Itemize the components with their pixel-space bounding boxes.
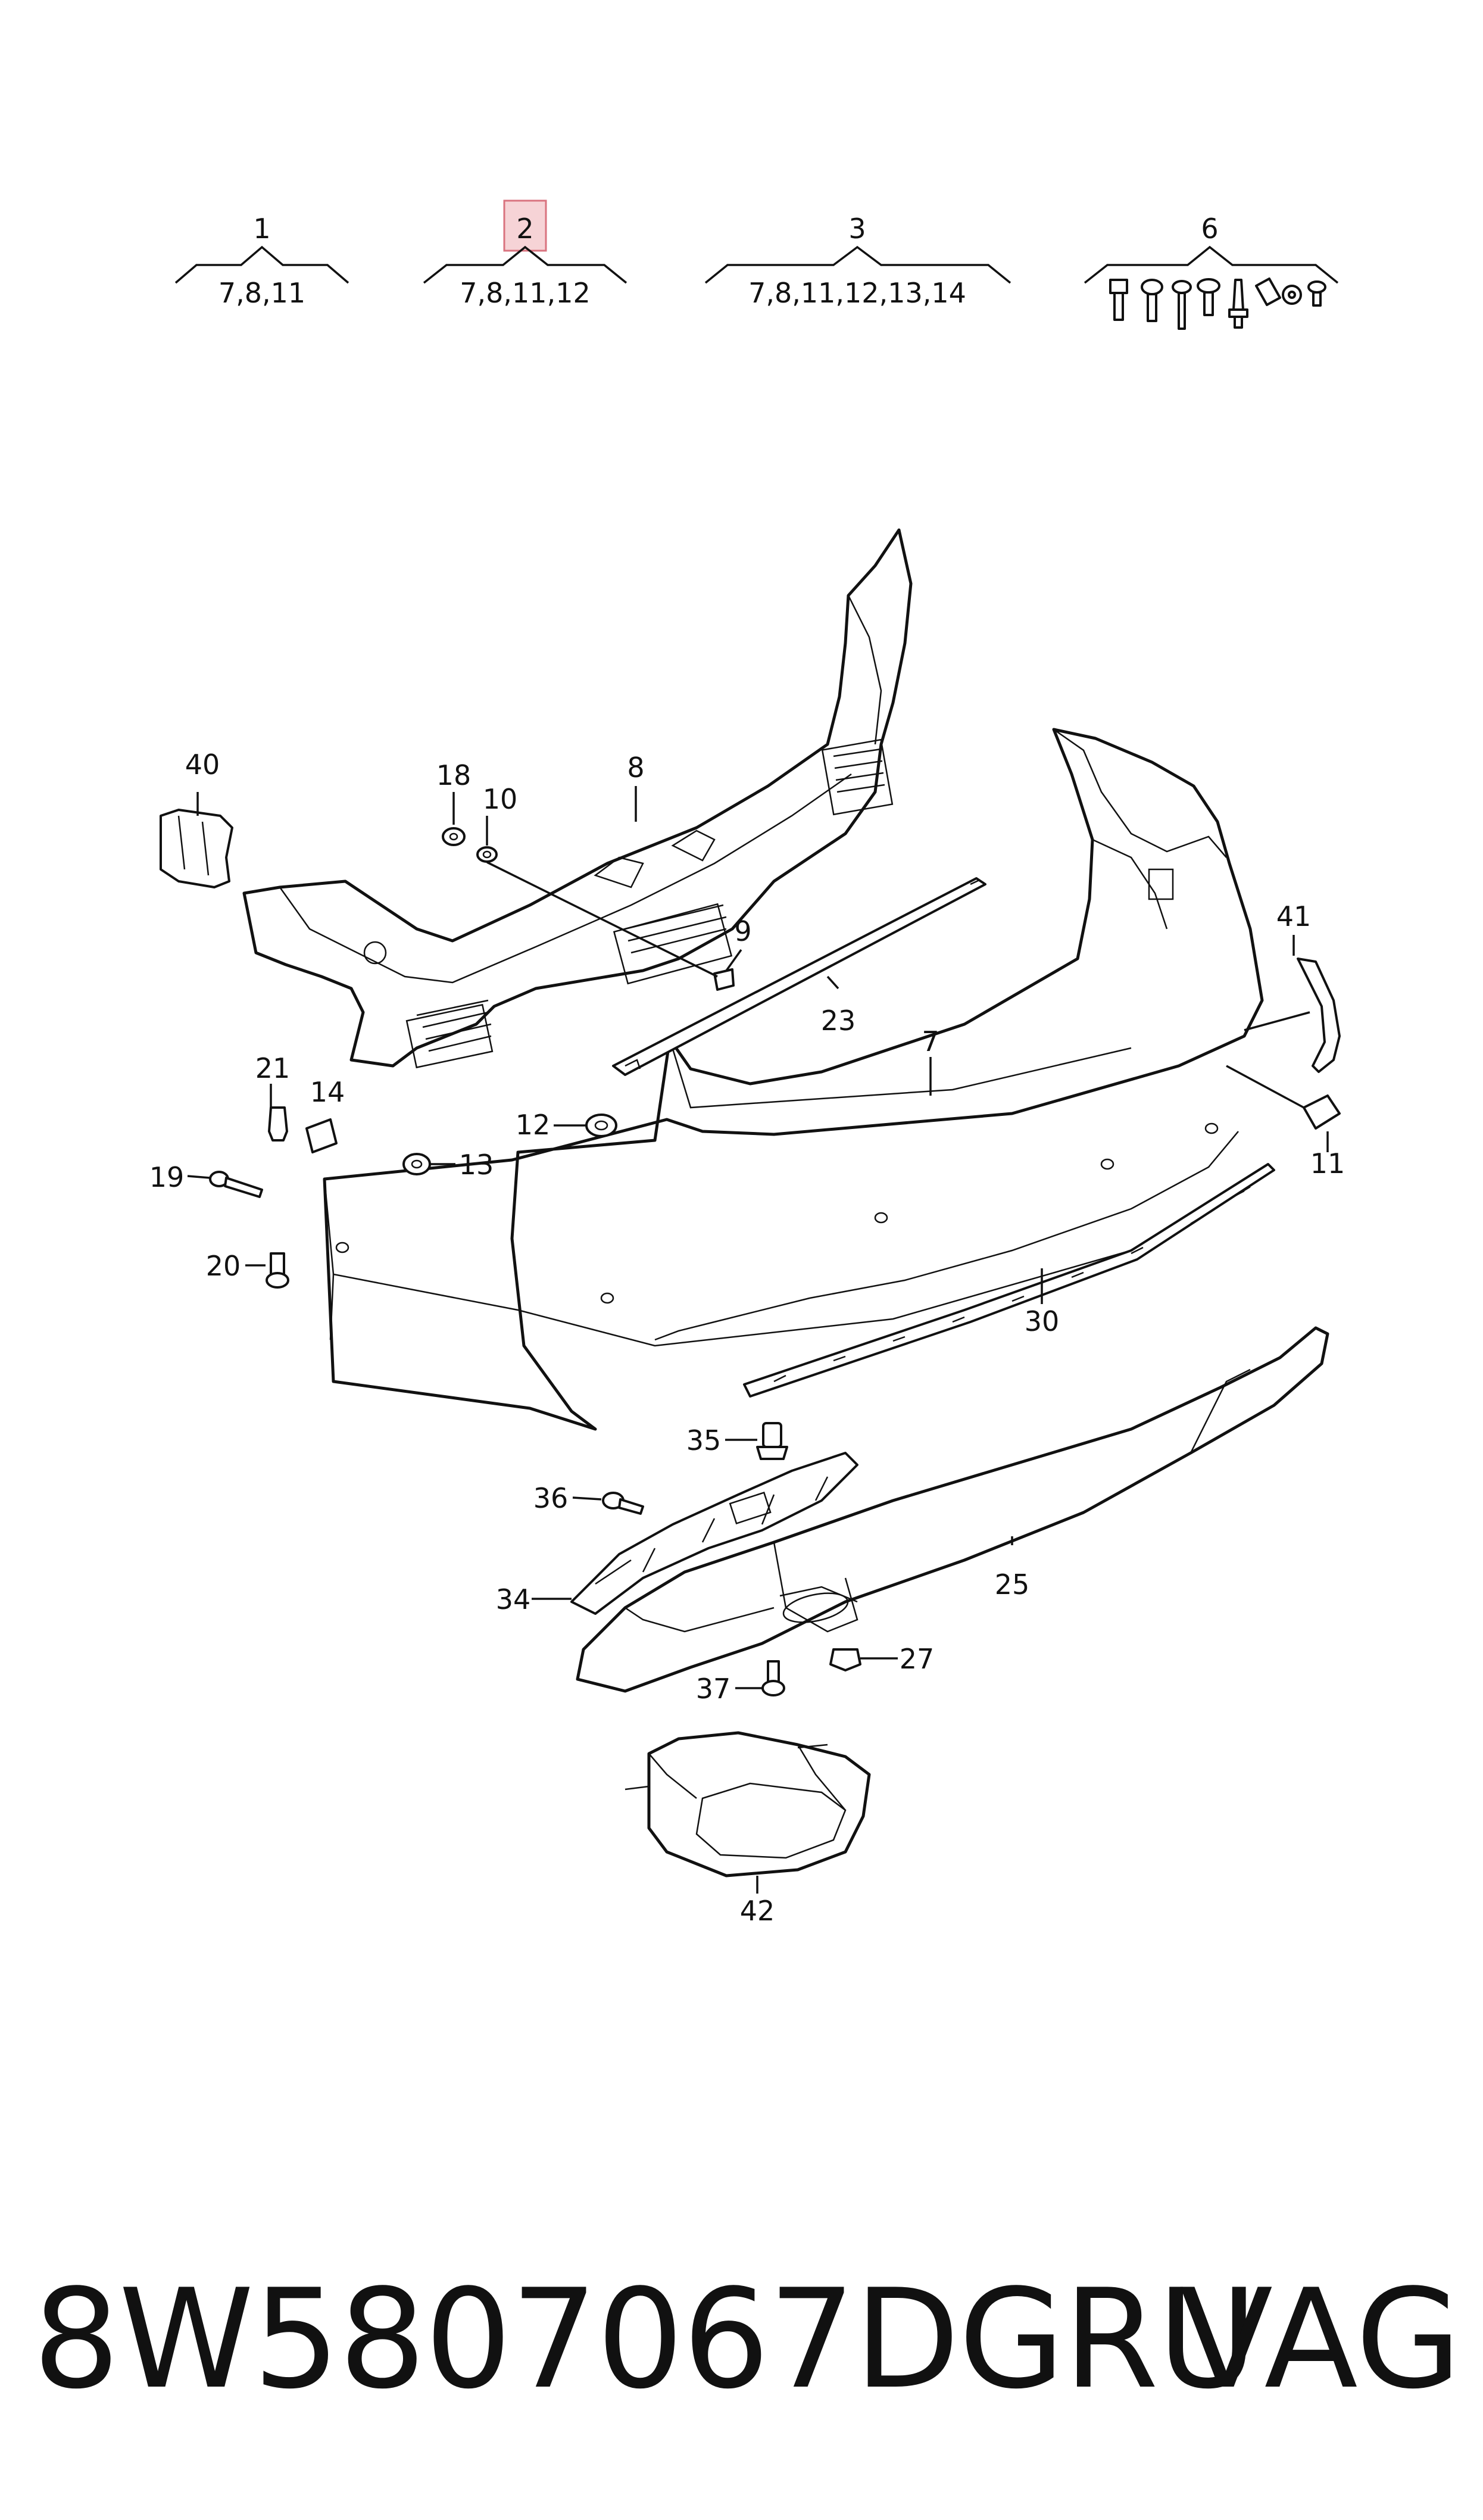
group-members-1: 7,8,11 [218, 277, 305, 309]
label-14: 14 [310, 1076, 345, 1108]
bolt-icon [1197, 278, 1220, 316]
fastener-18[interactable] [442, 827, 466, 846]
label-21: 21 [255, 1052, 291, 1084]
spring-nut-icon [1255, 277, 1281, 306]
tow-hook-cap[interactable] [1303, 1094, 1341, 1130]
group-highlight-2 [503, 199, 547, 252]
group-members-2: 7,8,11,12 [460, 277, 590, 309]
trim-strip[interactable] [612, 877, 986, 1076]
screw-icon [1172, 280, 1192, 330]
clip-14[interactable] [305, 1118, 338, 1153]
group-header-6[interactable]: 6 [1084, 213, 1339, 330]
side-trim-piece[interactable] [1297, 958, 1341, 1073]
group-header-3[interactable]: 3 7,8,11,12,13,14 [704, 213, 1011, 309]
rivet-icon [1307, 280, 1326, 307]
label-41: 41 [1276, 900, 1312, 932]
label-36: 36 [533, 1482, 569, 1514]
label-8: 8 [627, 751, 644, 784]
exhaust-tip[interactable] [625, 1731, 871, 1877]
group-members-3: 7,8,11,12,13,14 [748, 277, 966, 309]
screw-36[interactable] [602, 1492, 644, 1515]
label-9: 9 [734, 915, 751, 947]
washer-10[interactable] [476, 846, 498, 863]
group-header-1[interactable]: 1 7,8,11 [174, 213, 349, 309]
group-number-1: 1 [253, 213, 270, 245]
label-10: 10 [483, 783, 518, 815]
clip-9[interactable] [713, 968, 735, 991]
group-header-2[interactable]: 2 7,8,11,12 [423, 199, 627, 309]
clip-icon [1228, 279, 1248, 329]
part-number: 8W5807067DGRU [33, 2260, 1258, 2419]
label-13: 13 [459, 1149, 494, 1181]
label-27: 27 [900, 1643, 935, 1675]
nut-13[interactable] [402, 1153, 431, 1175]
screw-21[interactable] [268, 1106, 288, 1142]
nut-icon [1282, 285, 1302, 305]
clip-35[interactable] [756, 1422, 788, 1460]
group-bracket-2 [423, 245, 627, 284]
label-19: 19 [149, 1161, 185, 1193]
screw-19[interactable] [209, 1171, 263, 1198]
diffuser-spoiler[interactable] [576, 1326, 1329, 1693]
bumper-carrier[interactable] [242, 528, 913, 1069]
bolt-icon [1141, 279, 1163, 322]
nut-27[interactable] [829, 1648, 861, 1671]
group-bracket-3 [704, 245, 1011, 284]
grille-strip[interactable] [743, 1163, 1275, 1398]
nut-12[interactable] [585, 1114, 617, 1137]
label-42: 42 [740, 1895, 775, 1927]
group-number-6: 6 [1201, 213, 1218, 245]
label-11: 11 [1310, 1147, 1345, 1180]
label-35: 35 [686, 1424, 722, 1457]
side-bracket[interactable] [570, 1452, 858, 1615]
group-bracket-6 [1084, 245, 1339, 284]
label-12: 12 [516, 1109, 551, 1141]
label-23: 23 [821, 1005, 856, 1037]
mounting-bracket-left[interactable] [160, 809, 233, 888]
bolt-icon [1109, 279, 1128, 321]
label-18: 18 [436, 759, 472, 791]
callout-lines [187, 786, 1329, 1894]
footer: 8W5807067DGRU VAG [33, 2263, 1462, 2441]
brand-name: VAG [1179, 2260, 1462, 2419]
label-34: 34 [496, 1583, 531, 1615]
screw-20[interactable] [266, 1252, 289, 1289]
fastener-set-icons [1109, 277, 1326, 330]
part-labels: 40 18 10 8 9 23 7 41 11 21 14 12 13 19 2… [149, 748, 1345, 1927]
label-7: 7 [922, 1025, 939, 1058]
label-30: 30 [1025, 1305, 1060, 1337]
group-bracket-1 [174, 245, 349, 284]
label-40: 40 [185, 748, 220, 781]
group-number-3: 3 [848, 213, 866, 245]
label-20: 20 [206, 1250, 241, 1282]
label-37: 37 [696, 1673, 731, 1705]
screw-37[interactable] [761, 1660, 785, 1696]
label-25: 25 [995, 1568, 1030, 1601]
group-number-2: 2 [516, 213, 533, 245]
